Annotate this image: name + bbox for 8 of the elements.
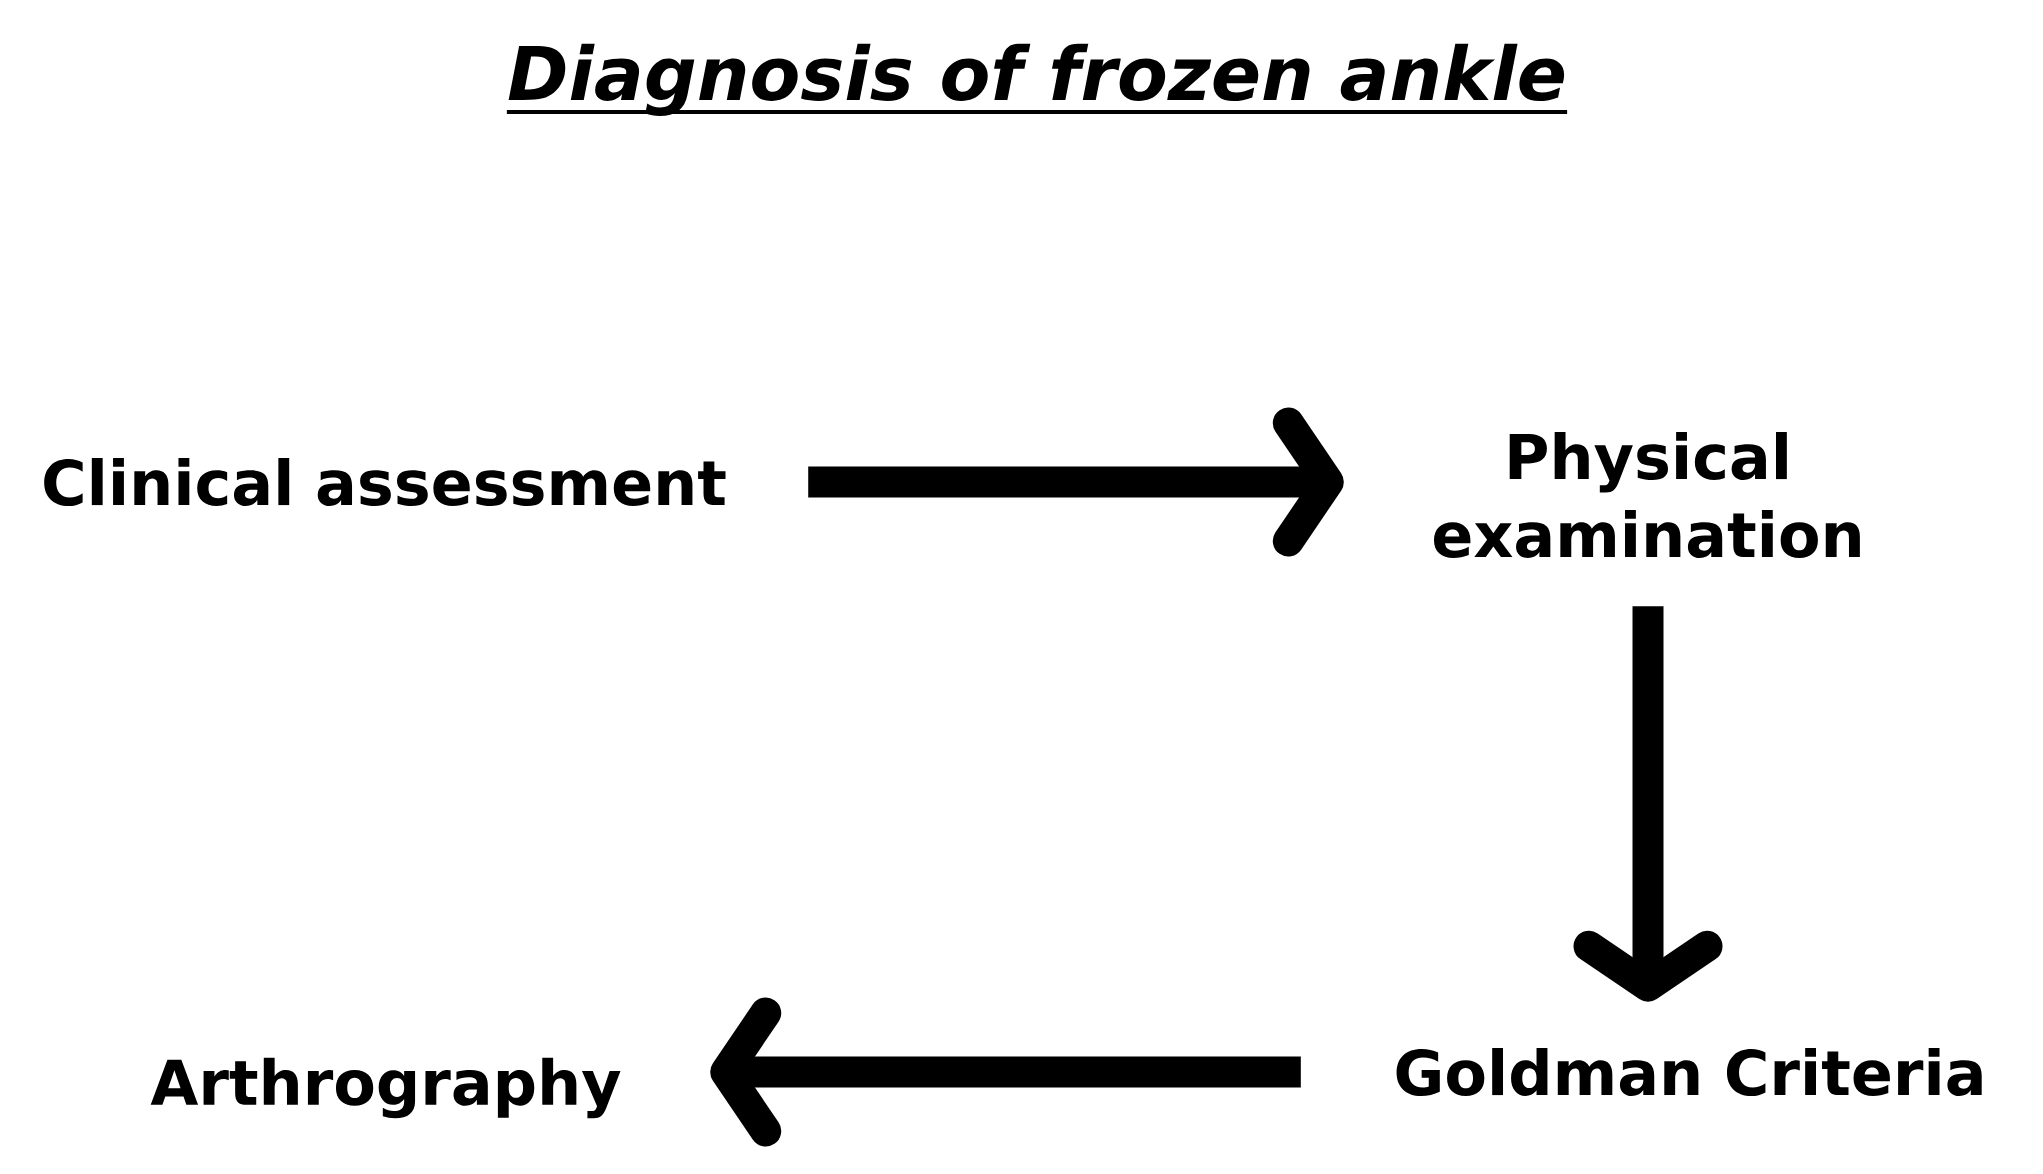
arrow <box>710 997 1301 1147</box>
step-label: Goldman Criteria <box>1396 1048 1982 1096</box>
step-label: Clinical assessment <box>44 458 726 506</box>
step-label: Arthrography <box>150 1057 621 1119</box>
arrow <box>808 407 1344 557</box>
title: Diagnosis of frozen ankle <box>506 43 1568 116</box>
arrow <box>1573 606 1723 1002</box>
step-label: Physical examination <box>1434 432 1860 558</box>
